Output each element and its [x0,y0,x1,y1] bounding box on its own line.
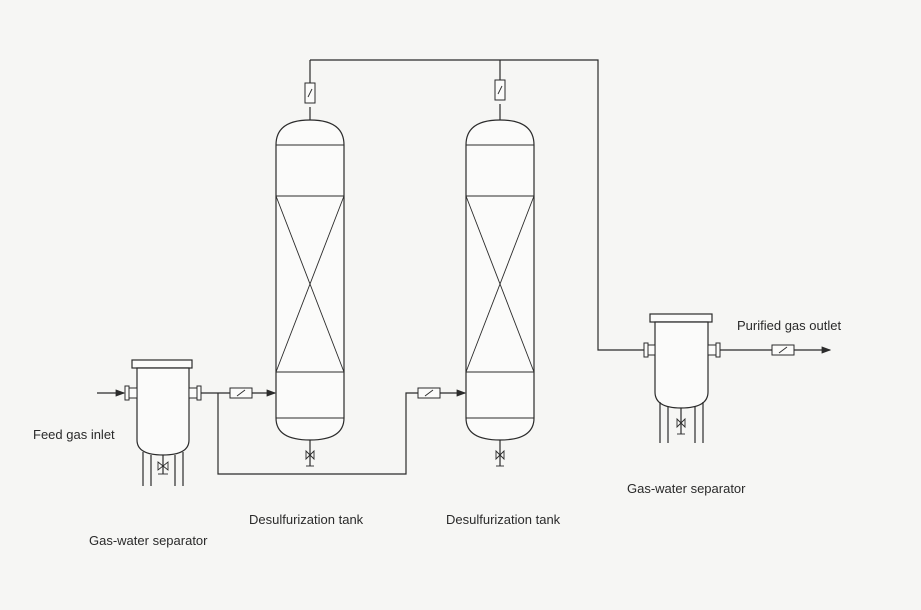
pipe-header-to-separator-2 [310,59,645,351]
pipe-separator-to-tank-1 [201,387,277,399]
gas-water-separator-right [643,313,721,443]
gas-water-separator-right-label: Gas-water separator [627,481,746,496]
desulfurization-tank-right [465,60,535,467]
desulfurization-tank-left [275,60,345,467]
gas-water-separator-left-label: Gas-water separator [89,533,208,548]
gas-water-separator-left [124,359,202,486]
feed-gas-inlet-label: Feed gas inlet [33,427,115,442]
desulfurization-tank-left-label: Desulfurization tank [249,512,364,527]
desulfurization-tank-right-label: Desulfurization tank [446,512,561,527]
purified-gas-outlet-label: Purified gas outlet [737,318,842,333]
pipe-tank-1-to-tank-2 [217,387,467,475]
pipe-purified-outlet [720,344,832,356]
